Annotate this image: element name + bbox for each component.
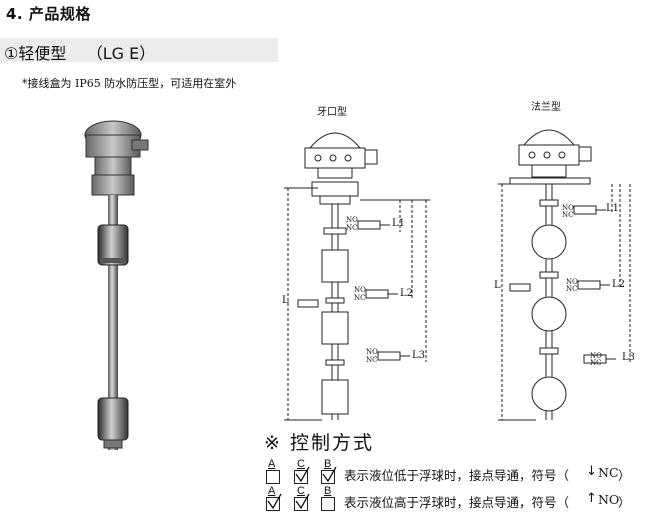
- label-a: A: [268, 458, 276, 470]
- control-title: ※ 控制方式: [264, 432, 374, 454]
- product-subtitle: ①轻便型 （LG E）: [4, 44, 156, 63]
- section-title: 4. 产品规格: [6, 5, 91, 23]
- label-b: B: [324, 485, 332, 497]
- terminal-c-box: [294, 470, 308, 484]
- threaded-title: 牙口型: [317, 107, 347, 118]
- arrow-down-icon: ↓: [586, 464, 597, 479]
- flange-l: L: [494, 280, 501, 291]
- threaded-l3: L3: [412, 350, 426, 361]
- flange-no-2: NO: [566, 278, 578, 286]
- subtitle-bar: [0, 38, 278, 62]
- terminal-a-box: [266, 470, 280, 484]
- label-b: B: [324, 458, 332, 470]
- terminal-b-box: [321, 497, 335, 511]
- threaded-nc-3: NC: [366, 356, 378, 364]
- flange-nc-3: NC: [590, 359, 602, 367]
- threaded-l: L: [282, 295, 289, 306]
- label-a: A: [268, 485, 276, 497]
- flange-l1: L1: [606, 203, 620, 214]
- flange-no-3: NO: [590, 352, 602, 360]
- label-c: C: [297, 458, 305, 470]
- terminal-b-box: [321, 470, 335, 484]
- threaded-no-2: NO: [354, 286, 366, 294]
- threaded-no-3: NO: [366, 348, 378, 356]
- threaded-nc-2: NC: [354, 294, 366, 302]
- control-desc-nc: 表示液位低于浮球时，接点导通，符号（: [344, 468, 570, 483]
- flange-l2: L2: [612, 279, 626, 290]
- label-c: C: [297, 485, 305, 497]
- symbol-no: NO: [598, 492, 620, 507]
- threaded-nc-1: NC: [346, 224, 358, 232]
- close-paren-nc: ）: [618, 468, 631, 483]
- threaded-l2: L2: [400, 288, 414, 299]
- threaded-no-1: NO: [346, 216, 358, 224]
- close-paren-no: ）: [618, 495, 631, 510]
- terminal-c-box: [294, 497, 308, 511]
- flange-nc-2: NC: [566, 285, 578, 293]
- threaded-l1: L1: [392, 218, 406, 229]
- symbol-nc: NC: [598, 465, 619, 480]
- flange-title: 法兰型: [531, 102, 561, 113]
- control-desc-no: 表示液位高于浮球时，接点导通，符号（: [344, 495, 570, 510]
- product-note: *接线盒为 IP65 防水防压型，可适用在室外: [22, 77, 237, 90]
- flange-l3: L3: [622, 352, 636, 363]
- terminal-a-box: [266, 497, 280, 511]
- flange-no-1: NO: [562, 204, 574, 212]
- arrow-up-icon: ↑: [586, 491, 597, 506]
- flange-nc-1: NC: [562, 211, 574, 219]
